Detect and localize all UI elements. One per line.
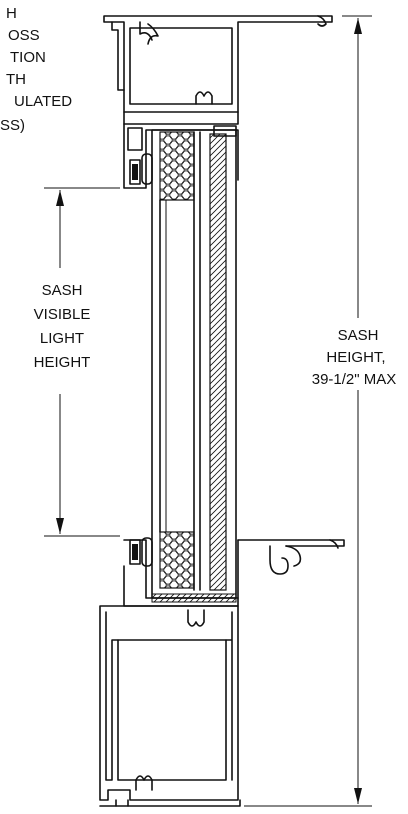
upper-weatherstrip bbox=[129, 159, 141, 185]
glass-pane-hatched bbox=[209, 133, 227, 591]
lower-seal bbox=[141, 537, 153, 567]
visible-light-line-3: LIGHT bbox=[40, 330, 84, 347]
insulated-glass-unit bbox=[151, 125, 237, 599]
visible-light-label: SASH VISIBLE LIGHT HEIGHT bbox=[34, 282, 91, 371]
head-frame bbox=[103, 15, 333, 125]
sash-height-bottom-arrow bbox=[354, 788, 362, 804]
lower-sash-rail bbox=[123, 537, 239, 607]
left-callout-line-5: ULATED bbox=[14, 93, 72, 110]
sash-height-label: SASH HEIGHT, 39-1/2" MAX bbox=[312, 327, 397, 388]
left-callout-line-3: TION bbox=[10, 49, 46, 66]
visible-light-bottom-arrow bbox=[56, 518, 64, 534]
sash-height-line-2: HEIGHT, bbox=[326, 349, 385, 366]
visible-light-dimension bbox=[44, 187, 120, 537]
left-callout-line-6: SS) bbox=[0, 117, 25, 134]
left-callout-line-4: TH bbox=[6, 71, 26, 88]
sash-height-top-arrow bbox=[354, 18, 362, 34]
sill-frame bbox=[99, 605, 241, 807]
sill-interlock bbox=[237, 539, 345, 575]
upper-desiccant bbox=[159, 131, 195, 201]
lower-desiccant bbox=[159, 531, 195, 589]
visible-light-top-arrow bbox=[56, 190, 64, 206]
visible-light-line-2: VISIBLE bbox=[34, 306, 91, 323]
lower-weatherstrip bbox=[129, 539, 141, 565]
sash-height-line-1: SASH bbox=[338, 327, 379, 344]
sash-height-dimension bbox=[244, 15, 372, 807]
sash-height-line-3: 39-1/2" MAX bbox=[312, 371, 397, 388]
left-callout-line-1: H bbox=[6, 5, 17, 22]
left-callout: H OSS TION TH ULATED SS) bbox=[0, 5, 72, 134]
visible-light-line-4: HEIGHT bbox=[34, 354, 91, 371]
visible-light-line-1: SASH bbox=[42, 282, 83, 299]
upper-seal bbox=[141, 153, 153, 185]
left-callout-line-2: OSS bbox=[8, 27, 40, 44]
